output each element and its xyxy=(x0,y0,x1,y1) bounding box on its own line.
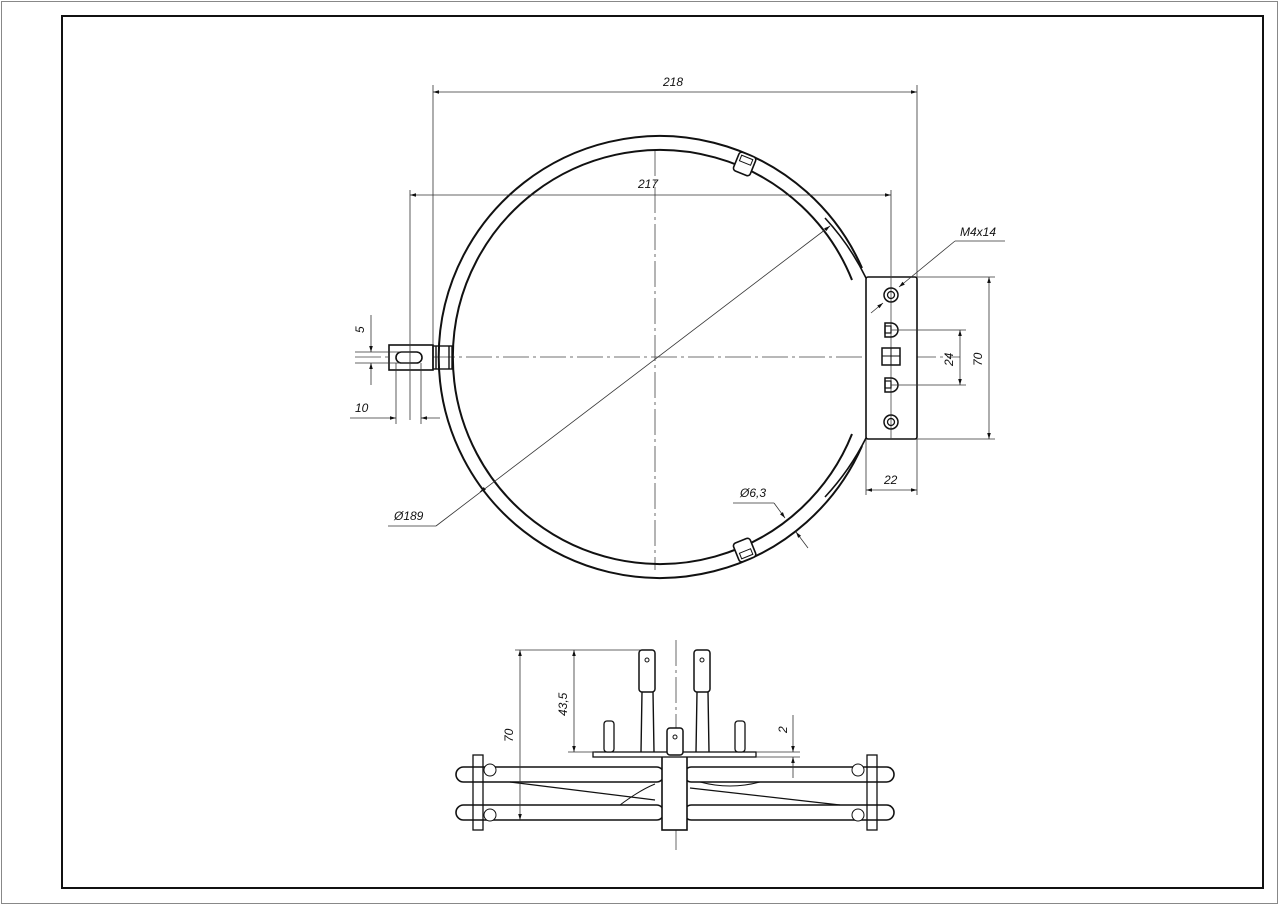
dim-label-43-5: 43,5 xyxy=(556,692,570,716)
terminal-lower xyxy=(884,377,899,393)
thread-label: M4x14 xyxy=(960,225,996,239)
ring-leg-top xyxy=(824,217,867,279)
dimension-slot-length: 10 xyxy=(350,363,440,424)
drawing-frame xyxy=(61,15,1264,889)
dimension-terminal-pitch: 24 xyxy=(891,329,966,386)
dim-label-217: 217 xyxy=(637,177,659,191)
stud-left xyxy=(603,720,615,753)
screw-terminal-top xyxy=(883,287,899,303)
end-clip-right xyxy=(851,754,878,831)
stud-right xyxy=(734,720,746,753)
dimension-overall-width: 218 xyxy=(432,75,918,345)
terminal-bracket xyxy=(865,260,918,440)
thread-callout: M4x14 xyxy=(870,225,1005,314)
dimension-bracket-width: 22 xyxy=(865,439,918,495)
dimension-bracket-height: 70 xyxy=(917,276,995,440)
center-square-terminal xyxy=(881,347,901,366)
dimension-side-overall-height: 70 xyxy=(502,649,640,820)
dim-label-22: 22 xyxy=(883,473,898,487)
dim-label-diameter-189: Ø189 xyxy=(393,509,424,523)
terminal-upper xyxy=(884,322,899,338)
dim-label-70-side: 70 xyxy=(502,728,516,742)
ring-leg-bottom xyxy=(824,437,867,498)
dim-label-70-top: 70 xyxy=(971,352,985,366)
ring-outer-edge xyxy=(437,135,863,579)
screw-terminal-bottom xyxy=(883,414,899,430)
dim-label-2: 2 xyxy=(776,726,790,734)
dimension-plate-offset: 2 xyxy=(756,715,800,778)
ring-inner-edge xyxy=(451,149,853,565)
center-hub xyxy=(661,754,688,831)
side-view: 70 43,5 2 xyxy=(455,640,895,850)
dimension-tube-diameter: Ø6,3 xyxy=(733,486,809,549)
dim-label-24: 24 xyxy=(942,352,956,367)
clip-top xyxy=(732,151,757,177)
dim-label-diameter-6-3: Ø6,3 xyxy=(739,486,766,500)
clip-bottom xyxy=(732,537,757,563)
top-view: 218 217 M4x14 24 70 xyxy=(350,75,1005,579)
spade-terminal-left xyxy=(638,649,656,753)
dimension-ring-diameter: Ø189 xyxy=(388,225,831,527)
dimension-ring-width: 217 xyxy=(409,177,892,420)
spade-terminal-right xyxy=(693,649,711,753)
dim-label-5: 5 xyxy=(353,326,367,333)
dimension-terminal-height: 43,5 xyxy=(556,650,595,753)
end-clip-left xyxy=(472,754,497,831)
left-mounting-tab xyxy=(388,344,453,371)
dim-label-218: 218 xyxy=(662,75,683,89)
dim-label-10: 10 xyxy=(355,401,369,415)
dimension-slot-width: 5 xyxy=(353,315,410,385)
center-ground-tab xyxy=(666,727,684,756)
